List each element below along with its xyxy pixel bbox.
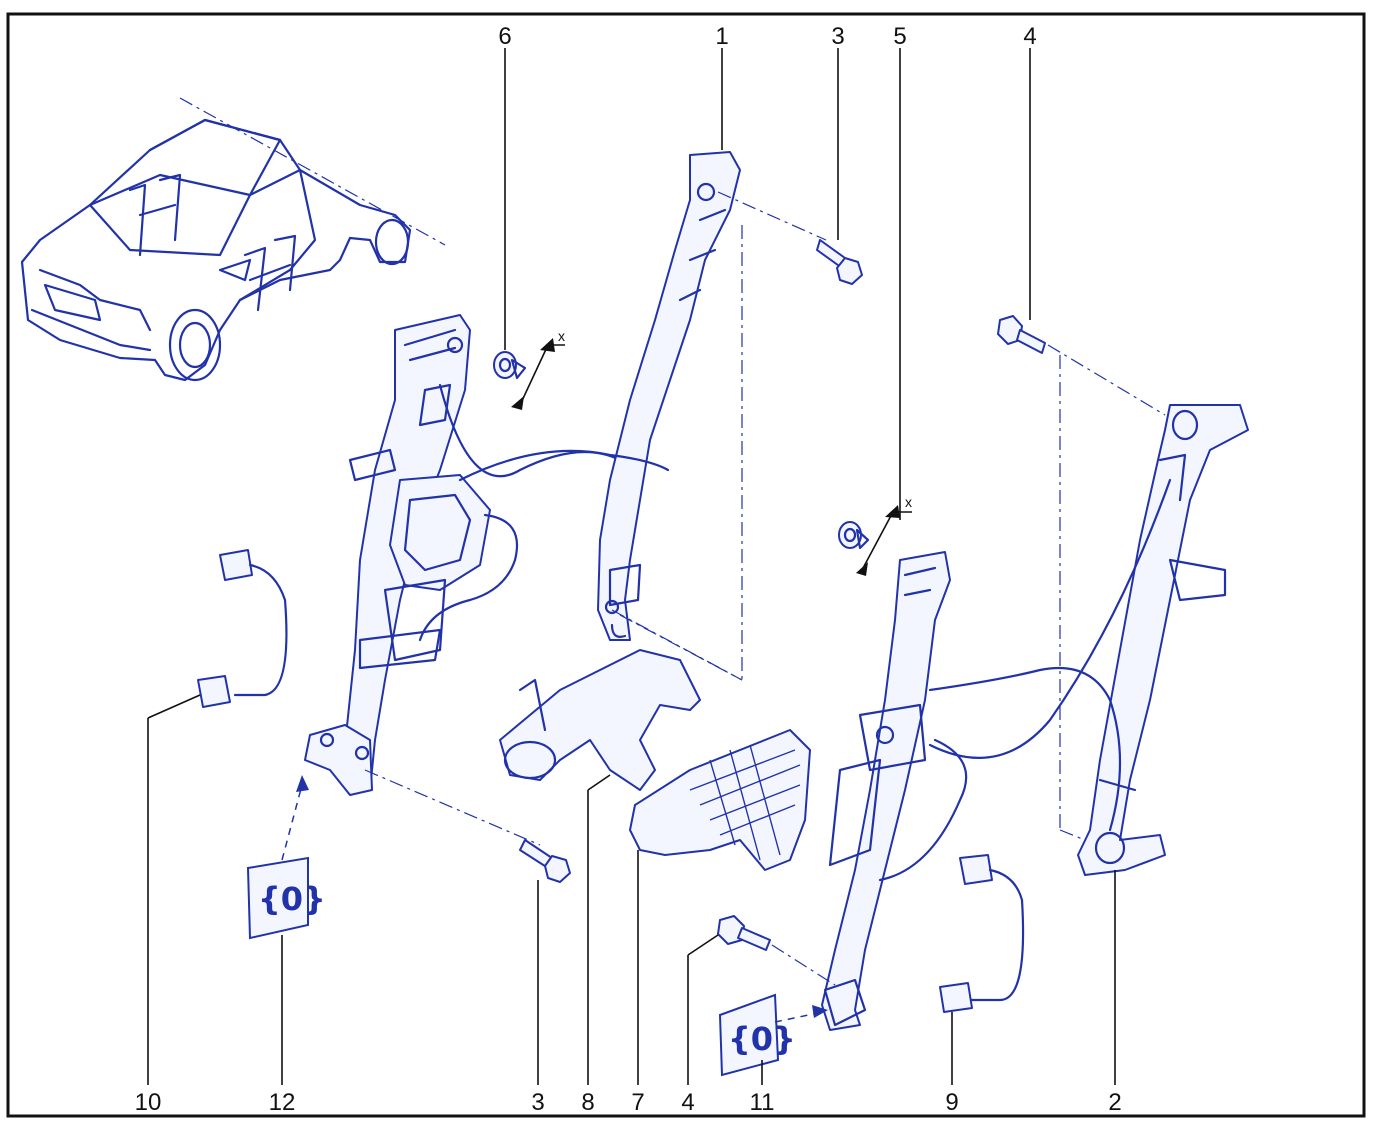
callout-11: 11 xyxy=(750,1089,775,1116)
callout-2: 2 xyxy=(1108,1089,1121,1116)
rail-part-2 xyxy=(1077,404,1249,876)
bolt-4-bottom xyxy=(717,915,771,951)
callout-4-bottom: 4 xyxy=(681,1089,694,1116)
left-window-regulator xyxy=(304,314,622,796)
callout-7: 7 xyxy=(631,1089,644,1116)
harness-part-10 xyxy=(197,549,288,708)
cable-run-right-2 xyxy=(928,478,1172,759)
diagram-border xyxy=(6,12,1366,1118)
right-window-regulator xyxy=(821,551,951,1031)
axis-label-left: x xyxy=(558,328,565,344)
label-glyph-11: {0} xyxy=(728,1020,796,1058)
harness-part-9 xyxy=(939,854,1025,1013)
car-overview-sketch xyxy=(20,97,446,382)
callout-4-top: 4 xyxy=(1023,23,1036,50)
callout-8: 8 xyxy=(581,1089,594,1116)
trim-part-7 xyxy=(629,729,811,871)
callout-numbers: 6 1 3 5 4 10 12 3 8 7 4 11 9 2 xyxy=(135,23,1122,1116)
rail-part-1 xyxy=(597,151,741,641)
bolt-4-top xyxy=(997,315,1046,354)
cable-run-left xyxy=(458,449,670,482)
cable-run-right-1 xyxy=(928,666,1122,832)
label-card-12: {0} xyxy=(246,775,326,940)
leader-lines xyxy=(147,48,1116,1085)
callout-10: 10 xyxy=(135,1089,162,1116)
bolt-3-bottom xyxy=(519,839,571,883)
callout-3-bottom: 3 xyxy=(531,1089,544,1116)
callout-1: 1 xyxy=(715,23,728,50)
bolt-3-top xyxy=(816,239,863,285)
callout-6: 6 xyxy=(498,23,511,50)
nut-5 xyxy=(838,521,870,550)
callout-12: 12 xyxy=(269,1089,296,1116)
nut-6 xyxy=(493,351,527,380)
callout-9: 9 xyxy=(945,1089,958,1116)
cover-part-8 xyxy=(499,649,701,791)
callout-3-top: 3 xyxy=(831,23,844,50)
callout-5: 5 xyxy=(893,23,906,50)
axis-label-right: x xyxy=(905,494,912,510)
label-card-11: {0} xyxy=(718,993,828,1077)
label-glyph-12: {0} xyxy=(258,880,326,918)
cable-run-right-3 xyxy=(878,738,968,882)
axis-marker-right: x xyxy=(856,494,912,576)
axis-marker-left: x xyxy=(511,328,565,410)
